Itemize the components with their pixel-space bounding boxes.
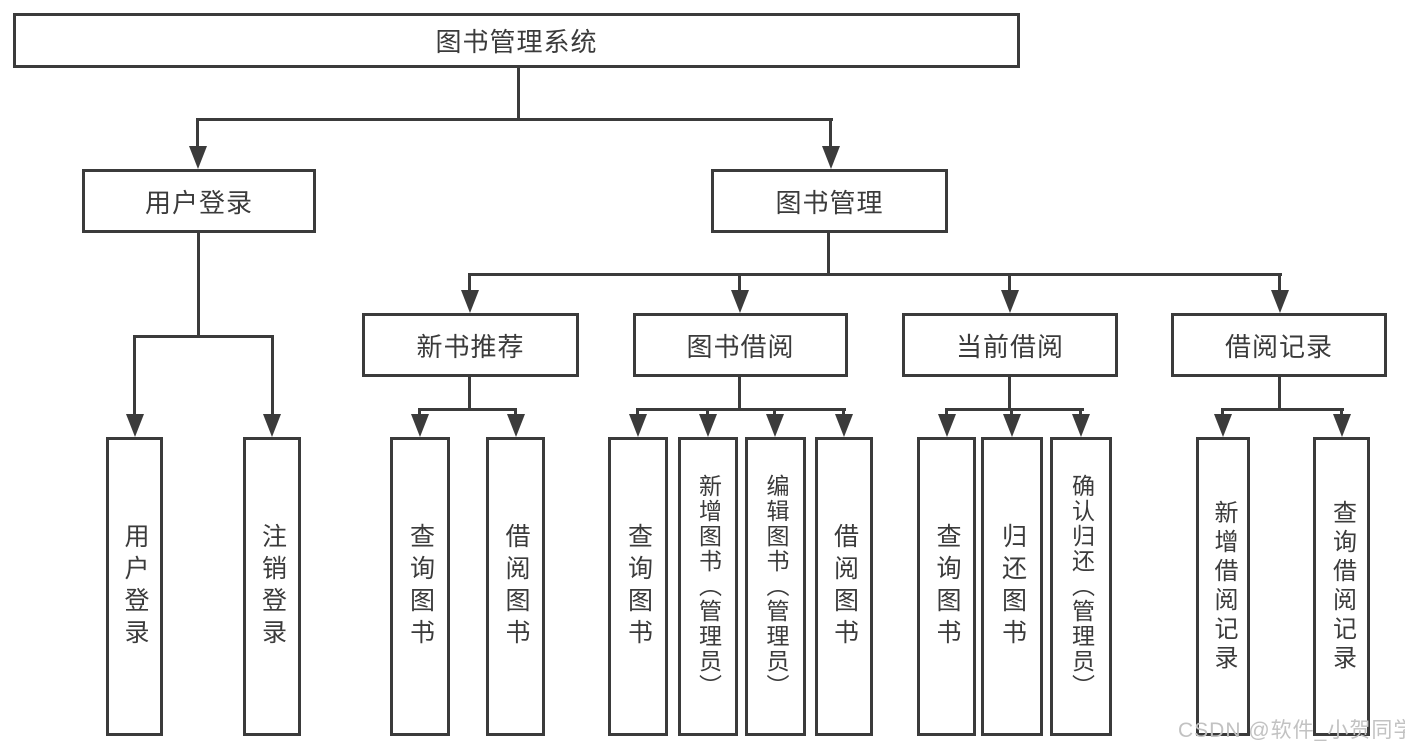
arrow-down-icon: [1333, 414, 1351, 437]
leaf-label: 新增借阅记录: [1210, 499, 1237, 674]
node-leaf-query-books-borrow: 查询图书: [608, 437, 668, 736]
node-user-login: 用户登录: [82, 169, 316, 233]
connector-book-borrow-stub: [738, 375, 741, 411]
node-book-management: 图书管理: [711, 169, 948, 233]
leaf-label: 注销登录: [258, 522, 287, 651]
connector-book-borrow-stem: [738, 273, 741, 293]
node-borrow-records: 借阅记录: [1171, 313, 1387, 377]
node-leaf-borrow-books-recommend: 借阅图书: [486, 437, 545, 736]
arrow-down-icon: [822, 146, 840, 169]
connector-group3-horizontal: [636, 408, 846, 411]
connector-group1-horizontal: [133, 335, 274, 338]
arrow-down-icon: [629, 414, 647, 437]
connector-current-borrow-stub: [1008, 375, 1011, 411]
arrow-down-icon: [189, 146, 207, 169]
csdn-watermark: CSDN @软件_小贺同学: [1178, 719, 1405, 742]
connector-current-borrow-stem: [1008, 273, 1011, 293]
arrow-down-icon: [1001, 290, 1019, 313]
node-leaf-confirm-return-admin: 确认归还（管理员）: [1050, 437, 1112, 736]
arrow-down-icon: [411, 414, 429, 437]
node-book-borrow: 图书借阅: [633, 313, 848, 377]
connector-root-vertical: [517, 66, 520, 120]
connector-level3-horizontal: [468, 273, 1282, 276]
arrow-down-icon: [1072, 414, 1090, 437]
connector-group1-stem: [133, 335, 136, 417]
arrow-down-icon: [126, 414, 144, 437]
arrow-down-icon: [699, 414, 717, 437]
connector-group2-horizontal: [418, 408, 517, 411]
connector-level2-horizontal: [197, 118, 833, 121]
node-leaf-return-books: 归还图书: [981, 437, 1043, 736]
connector-group5-stem: [1221, 408, 1224, 418]
leaf-label: 归还图书: [998, 522, 1027, 651]
connector-group4-horizontal: [945, 408, 1084, 411]
connector-user-login-stem: [196, 118, 199, 150]
arrow-down-icon: [263, 414, 281, 437]
connector-book-management-stub: [827, 231, 830, 276]
connector-group4-stem: [1079, 408, 1082, 418]
connector-borrow-records-stem: [1278, 273, 1281, 293]
node-current-borrow: 当前借阅: [902, 313, 1118, 377]
node-leaf-query-books-current: 查询图书: [917, 437, 976, 736]
connector-group1-stem: [271, 335, 274, 417]
connector-group5-horizontal: [1221, 408, 1344, 411]
connector-group3-stem: [842, 408, 845, 418]
leaf-label: 确认归还（管理员）: [1068, 474, 1095, 699]
leaf-label: 查询图书: [406, 522, 435, 651]
connector-group5-stem: [1340, 408, 1343, 418]
node-leaf-query-borrow-record: 查询借阅记录: [1313, 437, 1370, 736]
connector-group3-stem: [706, 408, 709, 418]
arrow-down-icon: [938, 414, 956, 437]
node-new-book-recommend: 新书推荐: [362, 313, 579, 377]
leaf-label: 用户登录: [121, 522, 149, 651]
node-leaf-logout: 注销登录: [243, 437, 301, 736]
connector-group2-stem: [514, 408, 517, 418]
node-leaf-add-books-admin: 新增图书（管理员）: [678, 437, 738, 736]
arrow-down-icon: [1271, 290, 1289, 313]
leaf-label: 借阅图书: [502, 522, 530, 651]
arrow-down-icon: [835, 414, 853, 437]
arrow-down-icon: [461, 290, 479, 313]
arrow-down-icon: [507, 414, 525, 437]
node-leaf-edit-books-admin: 编辑图书（管理员）: [745, 437, 806, 736]
connector-borrow-records-stub: [1278, 375, 1281, 411]
node-leaf-add-borrow-record: 新增借阅记录: [1196, 437, 1250, 736]
node-library-management-system: 图书管理系统: [13, 13, 1020, 68]
arrow-down-icon: [1214, 414, 1232, 437]
node-leaf-user-login: 用户登录: [106, 437, 163, 736]
connector-group3-stem: [773, 408, 776, 418]
connector-new-book-stub: [468, 375, 471, 411]
node-leaf-query-books-recommend: 查询图书: [390, 437, 450, 736]
leaf-label: 编辑图书（管理员）: [763, 474, 789, 699]
arrow-down-icon: [1003, 414, 1021, 437]
leaf-label: 查询借阅记录: [1328, 499, 1356, 674]
leaf-label: 新增图书（管理员）: [695, 474, 722, 699]
arrow-down-icon: [731, 290, 749, 313]
leaf-label: 借阅图书: [830, 522, 859, 651]
connector-new-book-stem: [468, 273, 471, 293]
connector-group2-stem: [418, 408, 421, 418]
leaf-label: 查询图书: [624, 522, 653, 651]
leaf-label: 查询图书: [933, 522, 961, 651]
arrow-down-icon: [766, 414, 784, 437]
connector-group3-stem: [636, 408, 639, 418]
node-leaf-borrow-books: 借阅图书: [815, 437, 873, 736]
connector-group4-stem: [1010, 408, 1013, 418]
connector-book-management-stem: [829, 118, 832, 150]
connector-user-login-stub: [197, 231, 200, 338]
connector-group4-stem: [945, 408, 948, 418]
